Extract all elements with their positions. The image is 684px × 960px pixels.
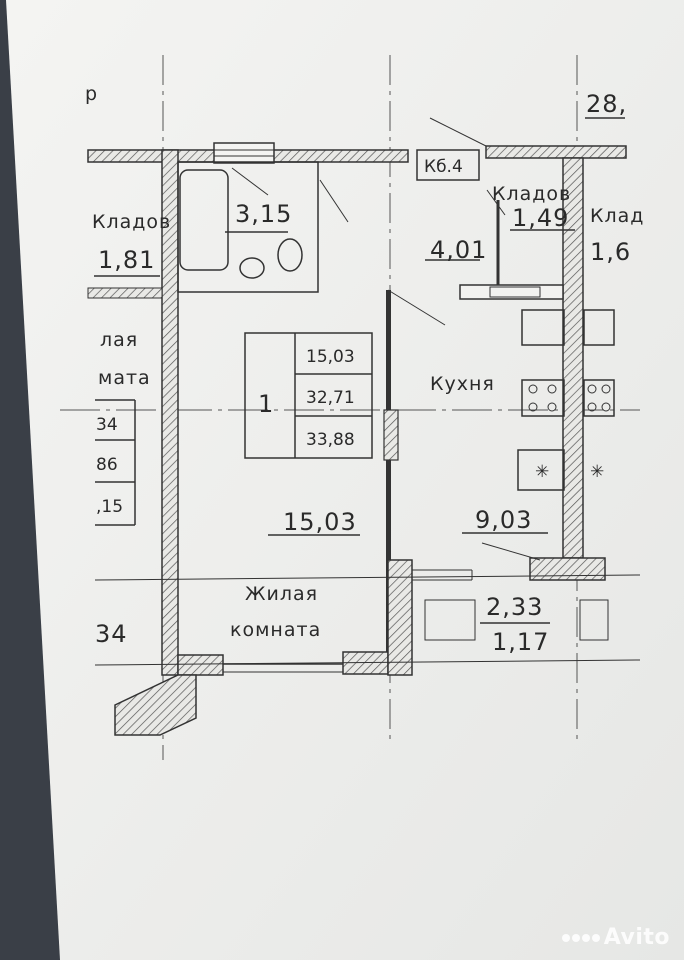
apartment-area-table (244, 332, 373, 459)
living-room-area: 15,03 (283, 508, 357, 536)
kitchen-name: Кухня (430, 373, 495, 395)
storage-right-area: 1,49 (512, 204, 569, 232)
svg-text:✳: ✳ (590, 462, 604, 482)
right-edge-area: 1,6 (590, 238, 631, 266)
kitchen-stove (521, 379, 565, 417)
bathroom-outline (177, 161, 319, 293)
apt-total-with-balcony: 33,88 (306, 430, 355, 450)
kitchen-sink (521, 309, 565, 346)
right-edge-name: Клад (590, 205, 644, 227)
storage-left-name: Кладов (92, 211, 171, 233)
living-room-name-2: комната (230, 619, 321, 641)
bathtub (179, 169, 229, 271)
storage-left-area: 1,81 (98, 246, 155, 274)
storage-right-name: Кладов (492, 183, 571, 205)
apartment-number: 1 (258, 390, 274, 418)
shaft-label: Кб.4 (424, 157, 463, 177)
bottom-wall-left (177, 654, 224, 676)
avito-watermark-text: Avito (603, 925, 670, 950)
balcony-area-reduced: 1,17 (492, 628, 549, 656)
top-window (213, 142, 275, 164)
shaft-label-box (416, 149, 480, 181)
left-table-cell: 86 (96, 455, 118, 475)
hall-area: 4,01 (430, 236, 487, 264)
apt-total-area: 32,71 (306, 388, 355, 408)
living-room-name-1: Жилая (245, 583, 318, 605)
corner-number: 28, (586, 90, 627, 118)
avito-watermark: Avito (561, 925, 670, 950)
partition-wall (386, 290, 391, 665)
kitchen-area: 9,03 (475, 506, 532, 534)
kitchen-counter (517, 449, 565, 491)
left-room-name-1: лая (100, 329, 138, 351)
balcony-slab (114, 674, 197, 736)
left-table-cell: 34 (96, 415, 118, 435)
left-wall (161, 149, 179, 676)
left-table-cell: ,15 (96, 497, 123, 517)
sink (239, 257, 265, 279)
left-bottom-area: 34 (95, 620, 128, 648)
balcony-area: 2,33 (486, 593, 543, 621)
apt-living-area: 15,03 (306, 347, 355, 367)
avito-logo-icon (561, 933, 600, 942)
left-room-name-2: мата (98, 367, 151, 389)
corner-mark: р (85, 83, 98, 105)
toilet (277, 238, 303, 272)
svg-text:✳: ✳ (535, 462, 549, 482)
bathroom-area: 3,15 (235, 200, 292, 228)
top-wall-right (485, 145, 627, 159)
